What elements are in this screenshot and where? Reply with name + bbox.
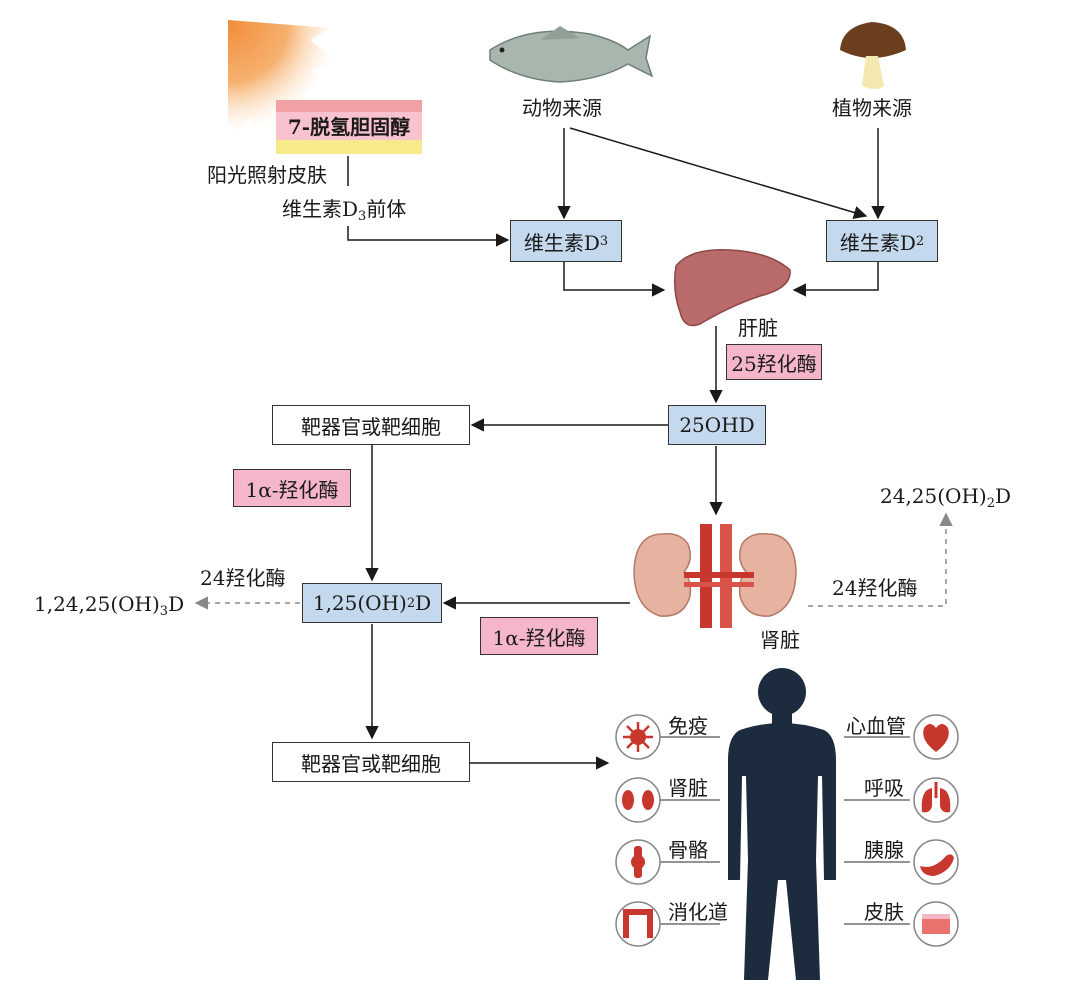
24-hydroxylase-right-label: 24羟化酶	[832, 576, 918, 600]
human-silhouette	[728, 668, 836, 980]
vitamin-d3-precursor-label: 维生素D3前体	[282, 197, 407, 224]
1-24-25-oh3-d-label: 1,24,25(OH)3D	[34, 592, 185, 619]
target-organ-box-bottom: 靶器官或靶细胞	[272, 742, 470, 782]
digestive-tract-icon	[615, 901, 661, 947]
kidney-label: 肾脏	[760, 628, 800, 652]
liver-icon	[673, 249, 791, 327]
organ-label-kidney: 肾脏	[668, 776, 708, 800]
organ-label-respiratory: 呼吸	[864, 776, 904, 800]
target-organ-box-top: 靶器官或靶细胞	[272, 405, 470, 445]
sun-icon	[228, 20, 340, 142]
organ-label-pancreas: 胰腺	[864, 838, 904, 862]
24-hydroxylase-left-label: 24羟化酶	[200, 566, 286, 590]
arrows	[347, 127, 885, 770]
organ-label-skin: 皮肤	[864, 900, 904, 924]
dashed-arrows	[194, 512, 953, 610]
heart-icon	[913, 714, 959, 760]
kidney-organ-icon	[615, 777, 661, 823]
sunlight-skin-label: 阳光照射皮肤	[207, 163, 327, 187]
liver-label: 肝脏	[738, 316, 778, 340]
1alpha-hydroxylase-box-top: 1α-羟化酶	[233, 469, 351, 507]
organ-label-bone: 骨骼	[668, 838, 708, 862]
organ-label-cardiovascular: 心血管	[846, 714, 906, 738]
kidney-icon	[633, 524, 797, 628]
immune-icon	[615, 714, 661, 760]
skin-layers-icon	[276, 100, 422, 154]
pancreas-icon	[913, 839, 959, 885]
animal-source-label: 动物来源	[522, 96, 602, 120]
25-hydroxylase-box: 25羟化酶	[726, 344, 822, 380]
24-25-oh2-d-label: 24,25(OH)2D	[880, 484, 1012, 511]
organ-label-digestive: 消化道	[668, 900, 728, 924]
25ohd-box: 25OHD	[668, 405, 766, 445]
plant-source-label: 植物来源	[832, 96, 912, 120]
skin-icon	[913, 901, 959, 947]
organ-underlines	[658, 736, 910, 925]
mushroom-icon	[840, 22, 906, 89]
fish-icon	[489, 26, 654, 83]
organ-label-immune: 免疫	[668, 714, 708, 738]
1alpha-hydroxylase-box-bottom: 1α-羟化酶	[480, 617, 598, 655]
bone-icon	[615, 839, 661, 885]
7-dehydrocholesterol-label: 7-脱氢胆固醇	[287, 114, 411, 139]
lungs-icon	[913, 777, 959, 823]
